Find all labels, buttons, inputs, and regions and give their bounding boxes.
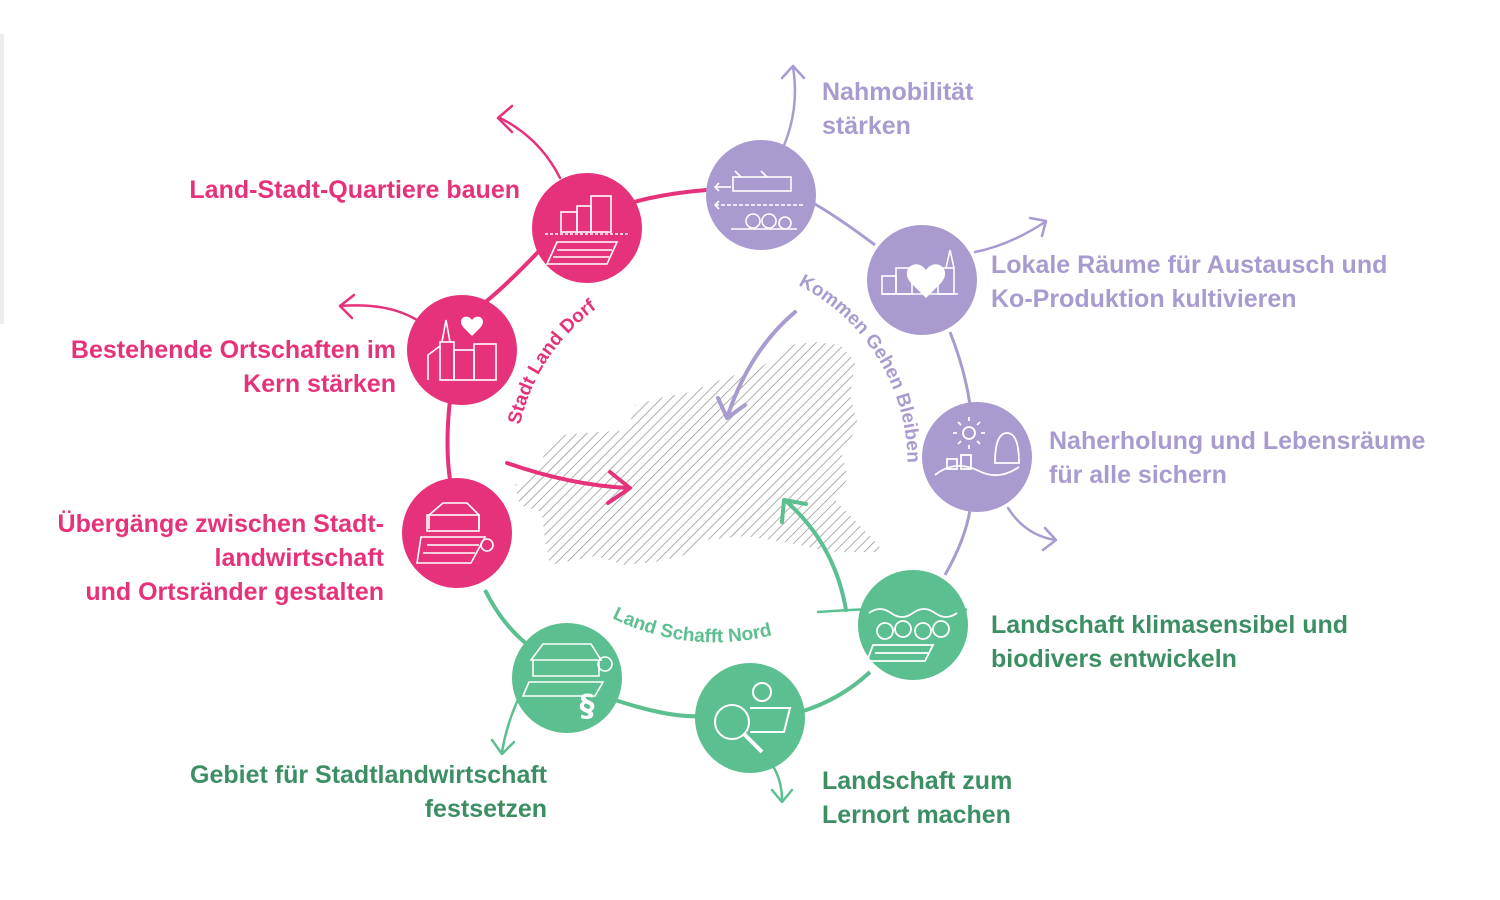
- inward-arrows: [505, 310, 848, 612]
- label-naherholung: Naherholung und Lebensräume für alle sic…: [1049, 427, 1426, 489]
- pink-inward-arrow: [505, 461, 630, 490]
- arrow-nahmobilitaet: [780, 65, 797, 152]
- svg-text:§: §: [580, 689, 595, 724]
- greenhouse-paragraph-icon: §: [512, 623, 622, 733]
- left-edge-shadow: [0, 34, 4, 324]
- district-map-shape: [515, 342, 884, 565]
- label-nahmobilitaet: Nahmobilität stärken: [822, 78, 974, 140]
- farmhouse-field-icon: [402, 478, 512, 588]
- purple-inward-arrow: [726, 310, 797, 417]
- river-forest-icon: [858, 570, 968, 680]
- magnifier-landscape-icon: [695, 663, 805, 773]
- green-inward-arrow: [785, 500, 848, 612]
- label-land-stadt-quartiere: Land-Stadt-Quartiere bauen: [189, 176, 520, 204]
- label-bestehende-ortschaften: Bestehende Ortschaften im Kern stärken: [70, 336, 396, 398]
- arc-label-stadt-land-dorf: Stadt Land Dorf: [504, 295, 600, 426]
- label-gebiet-stadtlandwirtschaft: Gebiet für Stadtlandwirtschaft festsetze…: [190, 761, 547, 823]
- arrow-lokale: [973, 220, 1047, 254]
- label-klimasensibel: Landschaft klimasensibel und biodivers e…: [991, 611, 1349, 673]
- town-heart-icon: [867, 225, 977, 335]
- label-lokale-raeume: Lokale Räume für Austausch und Ko-Produk…: [991, 251, 1388, 313]
- arc-label-land-schafft-nord: Land Schafft Nord: [610, 604, 774, 648]
- sun-hills-icon: [922, 402, 1032, 512]
- central-map: [515, 342, 884, 565]
- houses-icon: [532, 173, 642, 283]
- arrow-quartiere: [498, 116, 562, 180]
- label-uebergaenge: Übergänge zwischen Stadt- landwirtschaft…: [57, 510, 384, 606]
- village-church-heart-icon: [407, 295, 517, 405]
- arrow-ortschaften: [338, 304, 422, 324]
- arrow-naherholung: [1006, 506, 1057, 542]
- label-lernort: Landschaft zum Lernort machen: [822, 767, 1013, 829]
- train-mobility-icon: [706, 140, 816, 250]
